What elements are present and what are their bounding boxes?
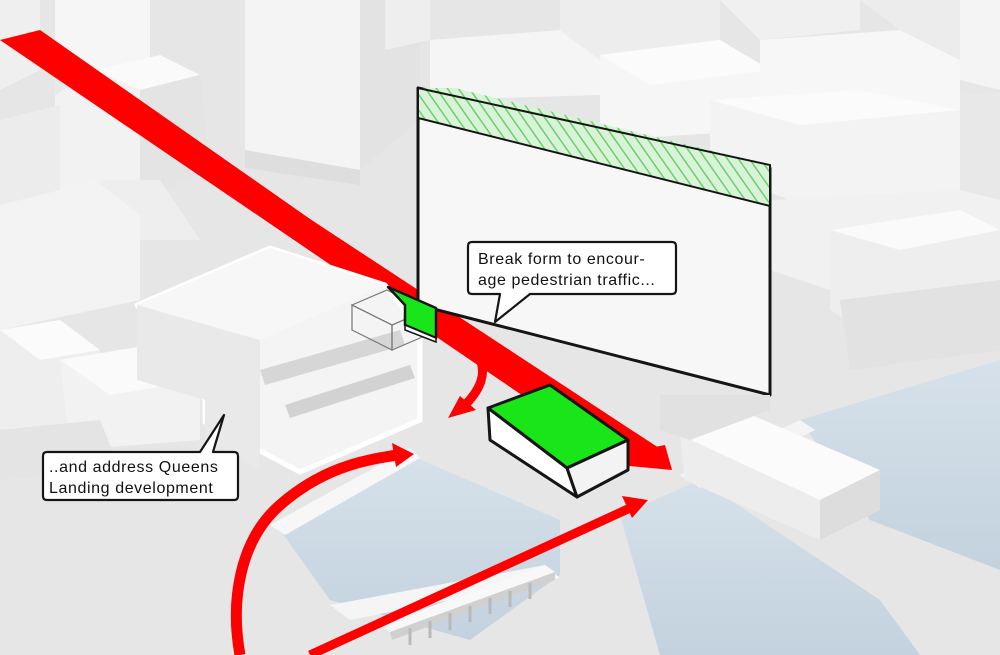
arrow-icon	[628, 440, 672, 468]
route-arrow-curve-down	[448, 326, 487, 418]
route-segment-upper	[34, 33, 214, 165]
arrow-icon	[392, 443, 414, 467]
queens-landing-massing	[134, 245, 438, 475]
waterfront-building	[680, 410, 880, 540]
callout-queens-landing: ..and address Queens Landing development	[41, 413, 240, 502]
route-arrow-curve-left	[230, 443, 414, 655]
callout-queens-line1: ..and address Queens	[49, 459, 218, 476]
callout-break-form-line1: Break form to encour-	[478, 251, 645, 268]
green-roof-pavilion	[486, 383, 630, 499]
callout-break-form: Break form to encour- age pedestrian tra…	[466, 240, 678, 324]
callout-queens-line2: Landing development	[49, 480, 213, 497]
callout-break-form-line2: age pedestrian traffic...	[478, 272, 655, 289]
speech-bubble-icon	[41, 413, 240, 502]
route-arrow-waterfront	[308, 496, 648, 655]
pier	[380, 565, 555, 645]
arrow-icon	[448, 396, 476, 418]
arrow-icon	[622, 496, 648, 518]
speech-bubble-icon	[466, 240, 678, 324]
